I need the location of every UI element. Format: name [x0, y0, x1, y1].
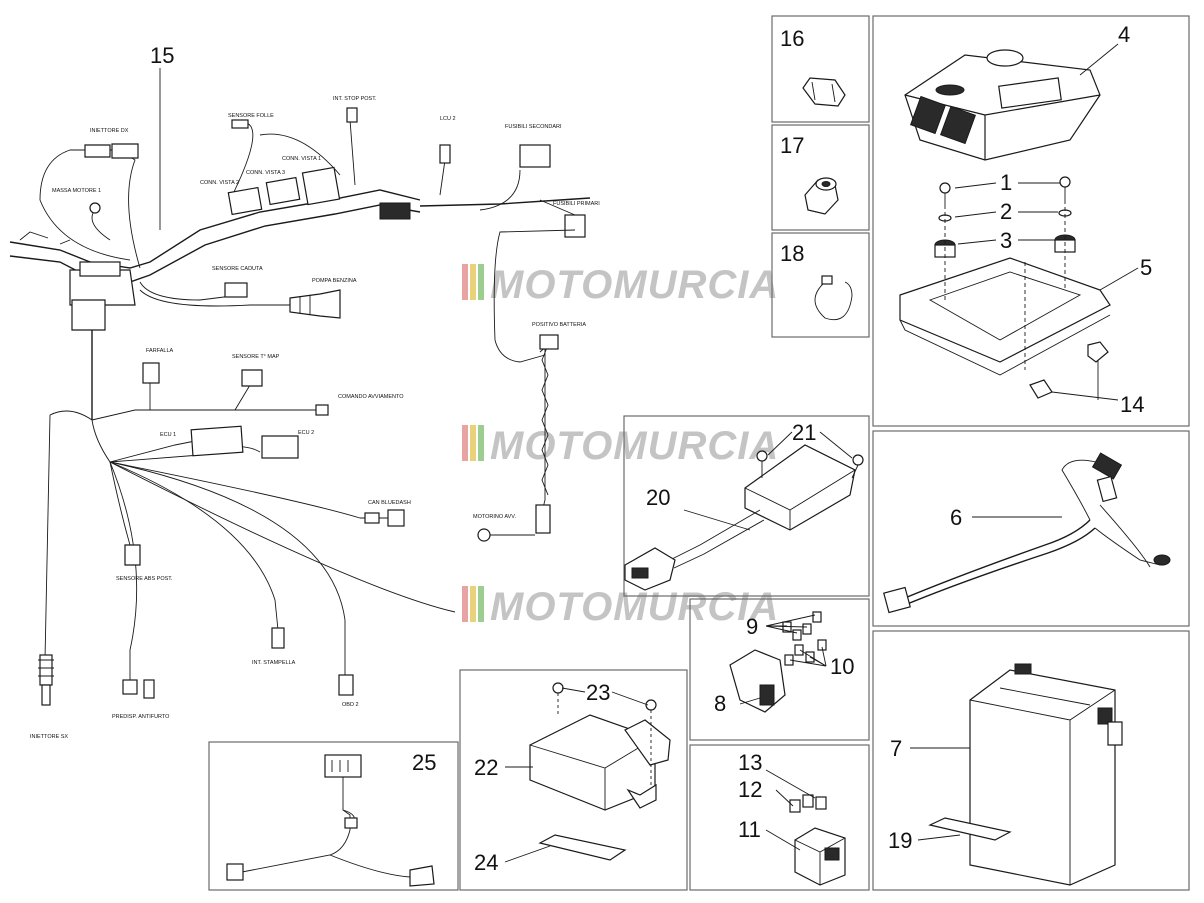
part-number-21: 21: [792, 420, 816, 445]
control-module-22: [529, 714, 671, 811]
rubber-grommet-17: [804, 177, 839, 215]
leader-lines: [159, 43, 1139, 863]
part-number-4: 4: [1118, 22, 1130, 47]
part-number-12: 12: [738, 777, 762, 802]
label-pompa-benzina: POMPA BENZINA: [312, 278, 357, 284]
watermark-1: MOTOMURCIA: [462, 263, 779, 307]
conn-vista-1: [301, 166, 341, 206]
screws-1: [939, 176, 1071, 205]
part-number-24: 24: [474, 850, 498, 875]
svg-text:MOTOMURCIA: MOTOMURCIA: [490, 424, 779, 468]
label-ecu1: ECU 1: [160, 432, 176, 438]
part-number-23: 23: [586, 680, 610, 705]
watermark-2: MOTOMURCIA: [462, 424, 779, 468]
part-number-2: 2: [1000, 199, 1012, 224]
label-obd: OBD 2: [342, 702, 359, 708]
label-conn-vista-1: CONN. VISTA 1: [282, 156, 321, 162]
battery-strip-19: [928, 817, 1012, 841]
label-iniettore-dx: INIETTORE DX: [90, 128, 129, 134]
relay-11: [794, 827, 846, 886]
part-number-22: 22: [474, 755, 498, 780]
label-fusibili-primari: FUSIBILI PRIMARI: [553, 201, 600, 207]
panel-4-5: [872, 15, 1190, 427]
label-sensore-abs-post: SENSORE ABS POST.: [116, 576, 173, 582]
panel-20-21: [623, 415, 870, 597]
label-int-stampella: INT. STAMPELLA: [252, 660, 296, 666]
fuses-10: [784, 639, 827, 666]
ecu-unit-4: [904, 49, 1101, 161]
label-sensore-folle: SENSORE FOLLE: [228, 113, 274, 119]
wiring-harness-6: [883, 452, 1171, 614]
part-number-3: 3: [1000, 228, 1012, 253]
panel-16: [771, 15, 870, 123]
label-ecu2: ECU 2: [298, 430, 314, 436]
label-can-bluedash: CAN BLUEDASH: [368, 500, 411, 506]
svg-text:MOTOMURCIA: MOTOMURCIA: [490, 585, 779, 629]
label-sensore-map: SENSORE T° MAP: [232, 354, 280, 360]
clips-14: [1029, 341, 1109, 399]
ecu-bracket-5: [899, 200, 1111, 376]
label-motorino-avv: MOTORINO AVV.: [473, 514, 516, 520]
part-number-1: 1: [1000, 170, 1012, 195]
label-iniettore-sx: INIETTORE SX: [30, 734, 68, 740]
panel-7-19: [872, 630, 1190, 891]
fuse-12: [789, 799, 801, 813]
panel-17: [771, 124, 870, 231]
fuse-13: [802, 794, 827, 810]
part-number-8: 8: [714, 691, 726, 716]
part-number-19: 19: [888, 828, 912, 853]
panel-25: [208, 741, 459, 891]
watermark-3: MOTOMURCIA: [462, 585, 779, 629]
strip-24: [538, 834, 627, 861]
label-lcu: LCU 2: [440, 116, 456, 122]
part-number-6: 6: [950, 505, 962, 530]
label-int-stop-post: INT. STOP POST.: [333, 96, 377, 102]
label-massa-motore: MASSA MOTORE 1: [52, 188, 101, 194]
label-comando-avviamento: COMANDO AVVIAMENTO: [338, 394, 404, 400]
label-positivo-batteria: POSITIVO BATTERIA: [532, 322, 586, 328]
panel-11-13: [689, 744, 870, 891]
part-number-9: 9: [746, 614, 758, 639]
screws-23: [552, 682, 657, 785]
label-sensore-caduta: SENSORE CADUTA: [212, 266, 263, 272]
panel-18: [771, 232, 870, 338]
main-wiring-harness: [9, 107, 591, 706]
conn-vista-2: [227, 186, 263, 216]
part-number-20: 20: [646, 485, 670, 510]
part-number-13: 13: [738, 750, 762, 775]
part-number-10: 10: [830, 654, 854, 679]
label-predisp-antifurto: PREDISP. ANTIFURTO: [112, 714, 170, 720]
part-number-14: 14: [1120, 392, 1144, 417]
label-fusibili-secondari: FUSIBILI SECONDARI: [505, 124, 562, 130]
part-number-5: 5: [1140, 255, 1152, 280]
part-number-16: 16: [780, 26, 804, 51]
battery-7: [969, 663, 1123, 886]
harness-adapter-25: [226, 754, 435, 887]
label-conn-vista-3: CONN. VISTA 3: [246, 170, 285, 176]
cable-tie-18: [814, 275, 853, 321]
part-number-11: 11: [738, 817, 761, 842]
fuses-9: [782, 611, 822, 641]
panel-22-24: [459, 669, 688, 891]
conn-vista-3: [265, 176, 301, 206]
part-number-15: 15: [150, 43, 174, 68]
part-number-7: 7: [890, 736, 902, 761]
part-number-18: 18: [780, 241, 804, 266]
label-conn-vista-2: CONN. VISTA 2: [200, 180, 239, 186]
label-farfalla: FARFALLA: [146, 348, 174, 354]
part-number-17: 17: [780, 133, 804, 158]
svg-text:MOTOMURCIA: MOTOMURCIA: [490, 263, 779, 307]
connector-clip-16: [802, 77, 846, 107]
control-unit-20: [624, 444, 856, 591]
fuse-holder-8: [729, 649, 786, 713]
screws-21: [756, 450, 864, 479]
panel-6: [872, 430, 1190, 627]
panel-8-10: [689, 598, 870, 741]
part-number-25: 25: [412, 750, 436, 775]
